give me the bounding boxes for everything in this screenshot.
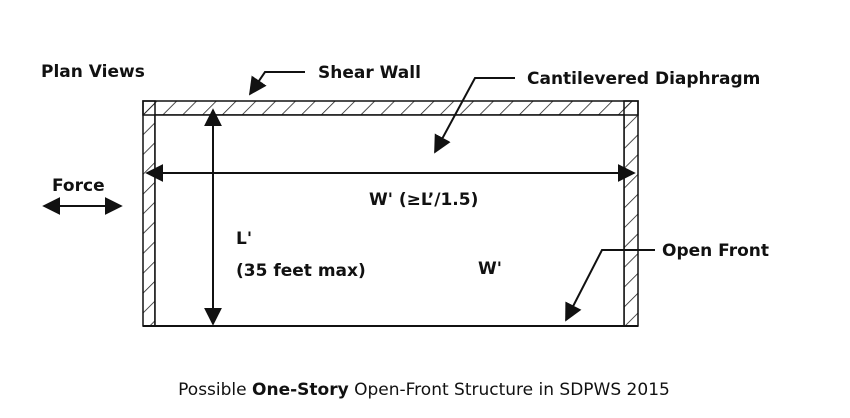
length-max-label: (35 feet max) (236, 261, 366, 281)
length-label: L' (236, 229, 252, 249)
width-dimension-label: W' (≥L’/1.5) (369, 190, 478, 210)
right-wall (623, 100, 639, 327)
shear-wall-leader (248, 71, 305, 96)
open-front-leader (565, 249, 655, 322)
diaphragm-area (154, 114, 625, 327)
top-wall (142, 100, 639, 116)
caption-bold: One-Story (252, 380, 349, 400)
open-front-label: Open Front (662, 241, 769, 261)
caption-pre: Possible (178, 380, 252, 400)
left-wall (142, 100, 156, 327)
shear-wall-label: Shear Wall (318, 63, 421, 83)
diaphragm-leader (434, 77, 515, 154)
width-label: W' (478, 259, 502, 279)
plan-views-label: Plan Views (41, 62, 145, 82)
force-label: Force (52, 176, 105, 196)
shear-walls (142, 100, 639, 327)
cantilevered-diaphragm-label: Cantilevered Diaphragm (527, 69, 760, 89)
figure-caption: Possible One-Story Open-Front Structure … (178, 380, 670, 400)
caption-post: Open-Front Structure in SDPWS 2015 (349, 380, 670, 400)
